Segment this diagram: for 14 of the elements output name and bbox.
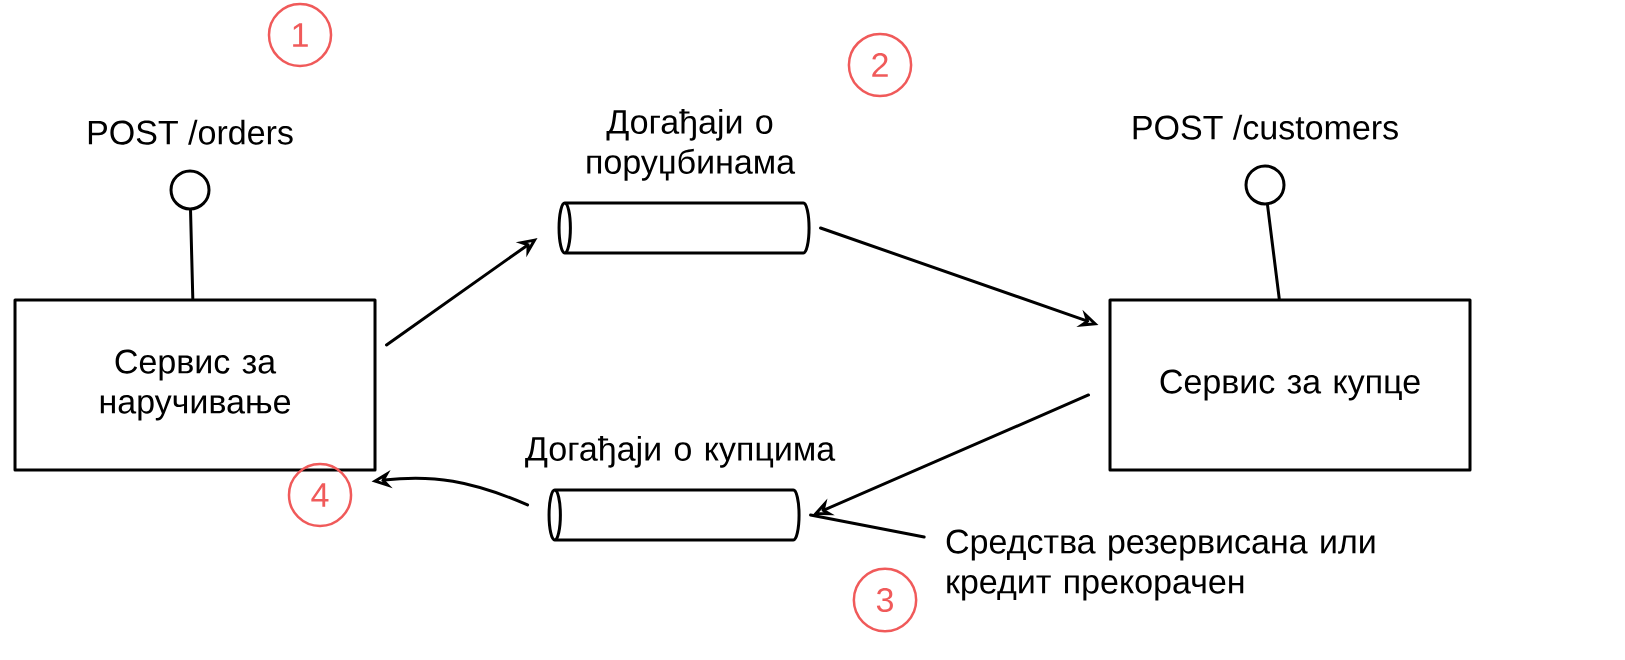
callout-number: 1 — [267, 2, 333, 68]
interface-line — [1266, 203, 1281, 300]
callout-number: 4 — [287, 462, 353, 528]
callout-number: 3 — [852, 567, 918, 633]
service-box: Сервис за купце — [1108, 298, 1472, 472]
node-label: POST /customers — [1133, 114, 1398, 140]
node-label: POST /orders — [88, 119, 293, 145]
leader-line — [809, 513, 926, 539]
callout-number: 2 — [847, 32, 913, 98]
service-box: Сервис за наручивање — [13, 298, 377, 472]
channel-cylinder: Догађаји о поруџбинама — [557, 108, 811, 255]
note-text: Средства резервисана или кредит прекорачен — [946, 529, 1375, 601]
channel-cylinder: Догађаји о купцима — [525, 435, 836, 542]
interface-line — [189, 209, 195, 300]
